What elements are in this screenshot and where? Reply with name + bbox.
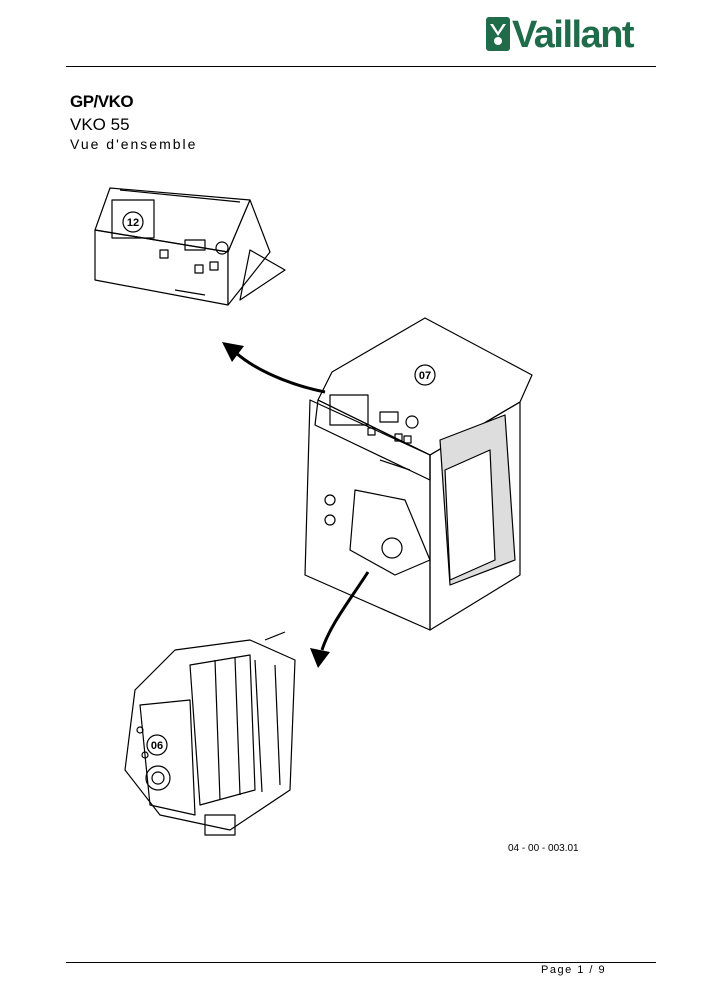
boiler-illustration (304, 317, 533, 631)
control-panel-illustration (94, 187, 286, 306)
logo-wordmark: Vaillant (512, 14, 635, 56)
page-number: Page 1 / 9 (541, 964, 607, 976)
callout-07-label: 07 (419, 370, 431, 382)
footer-rule (66, 962, 656, 963)
arrow-to-heat-exchanger (310, 571, 370, 668)
arrow-to-control-panel (222, 342, 326, 394)
callout-06: 06 (146, 734, 168, 756)
model-name: VKO 55 (70, 115, 130, 134)
callout-07: 07 (414, 364, 436, 386)
header-rule (66, 66, 656, 67)
callout-12: 12 (122, 211, 144, 233)
callout-12-label: 12 (127, 217, 139, 229)
view-subtitle: Vue d'ensemble (70, 136, 198, 152)
heat-exchanger-illustration (124, 631, 296, 836)
callout-06-label: 06 (151, 740, 163, 752)
document-title: GP/VKO (70, 92, 134, 111)
vaillant-logo (486, 17, 510, 51)
drawing-reference: 04 - 00 - 003.01 (508, 843, 579, 854)
